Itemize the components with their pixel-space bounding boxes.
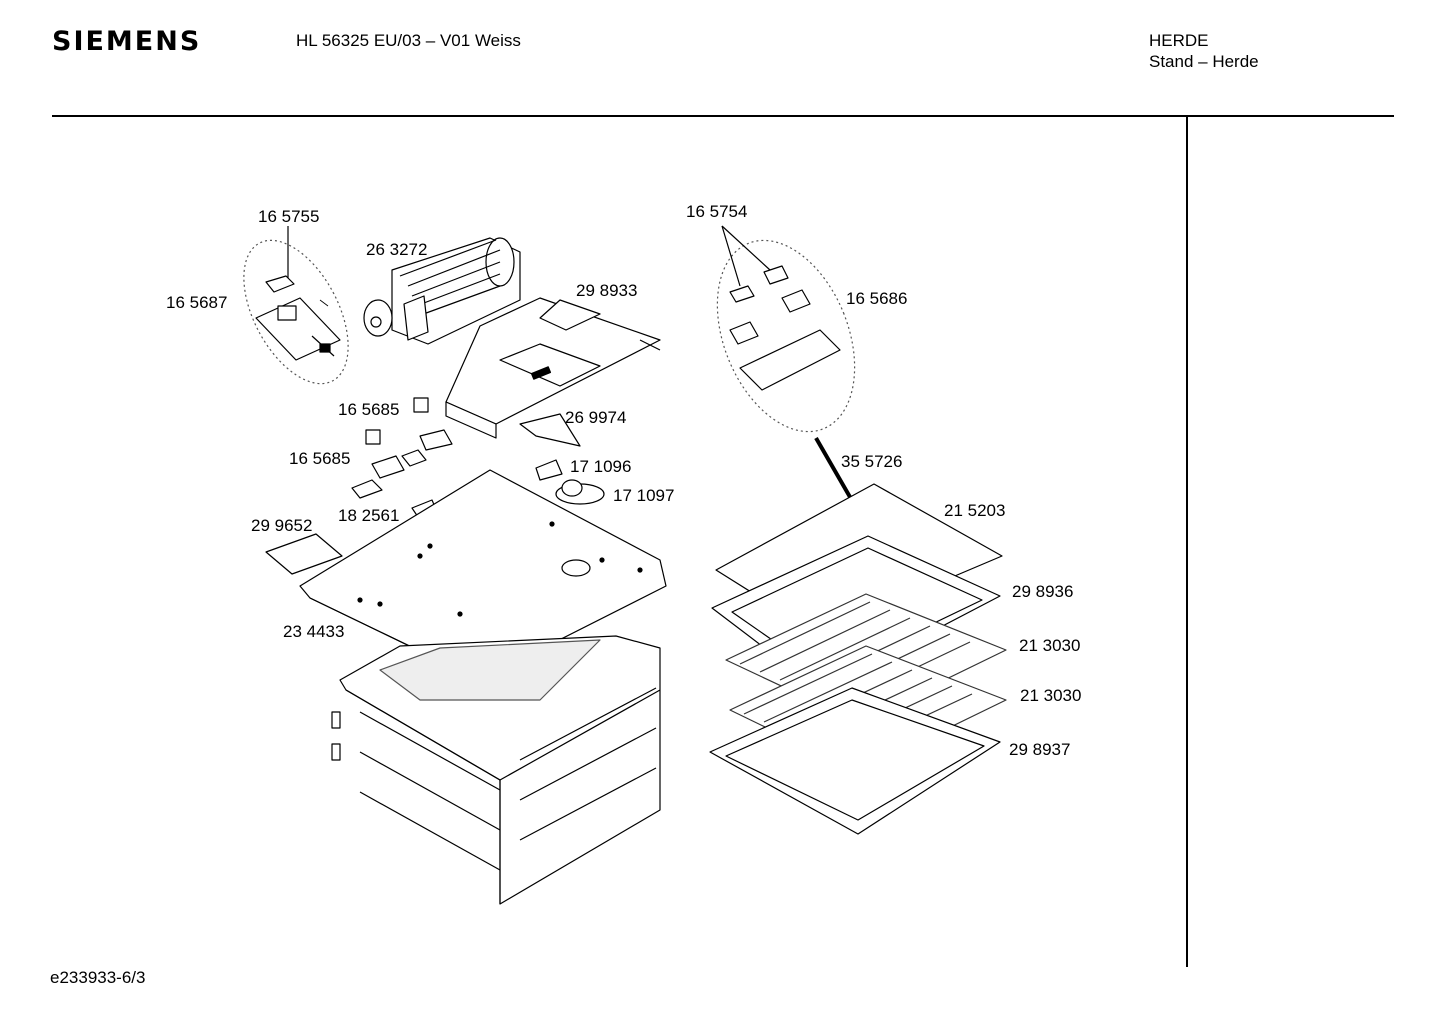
part-label: 16 5685 <box>289 449 350 468</box>
part-label: 18 2561 <box>338 506 399 525</box>
part-label: 17 1096 <box>570 457 631 476</box>
detail-ellipse-left <box>243 239 349 385</box>
part-label: 29 9652 <box>251 516 312 535</box>
small-switches-part <box>351 397 453 521</box>
part-label: 29 8936 <box>1012 582 1073 601</box>
part-label: 23 4433 <box>283 622 344 641</box>
top-panel-part <box>299 469 667 681</box>
part-label: 21 3030 <box>1020 686 1081 705</box>
part-label: 29 8933 <box>576 281 637 300</box>
control-board-part <box>265 533 343 575</box>
part-label: 16 5685 <box>338 400 399 419</box>
siemens-logo: SIEMENS <box>52 26 202 57</box>
part-labels: 16 5755 26 3272 16 5687 29 8933 16 5754 … <box>166 202 1081 759</box>
part-label: 21 5203 <box>944 501 1005 520</box>
part-label: 35 5726 <box>841 452 902 471</box>
part-label: 16 5687 <box>166 293 227 312</box>
part-label: 16 5686 <box>846 289 907 308</box>
model-title: HL 56325 EU/03 – V01 Weiss <box>296 31 521 50</box>
universal-pan-part <box>709 687 1001 835</box>
fan-cover-part <box>445 297 661 439</box>
detail-ellipse-right <box>716 239 856 433</box>
oven-cavity-part <box>331 635 661 905</box>
document-id: e233933-6/3 <box>50 968 146 987</box>
reflector-strip-part <box>519 413 581 447</box>
part-label: 21 3030 <box>1019 636 1080 655</box>
door-lock-part <box>721 225 841 391</box>
part-label: 26 3272 <box>366 240 427 259</box>
sidebar-divider <box>1186 117 1188 967</box>
selector-switch-part <box>255 226 341 361</box>
part-label: 26 9974 <box>565 408 626 427</box>
part-label: 16 5755 <box>258 207 319 226</box>
header-divider <box>52 115 1394 117</box>
part-label: 17 1097 <box>613 486 674 505</box>
temperature-sensor-part <box>555 479 605 505</box>
subcategory-label: Stand – Herde <box>1149 52 1259 71</box>
part-label: 16 5754 <box>686 202 747 221</box>
part-label: 29 8937 <box>1009 740 1070 759</box>
fan-motor-part <box>363 237 521 345</box>
thermostat-part <box>535 459 563 481</box>
category-label: HERDE <box>1149 31 1209 50</box>
